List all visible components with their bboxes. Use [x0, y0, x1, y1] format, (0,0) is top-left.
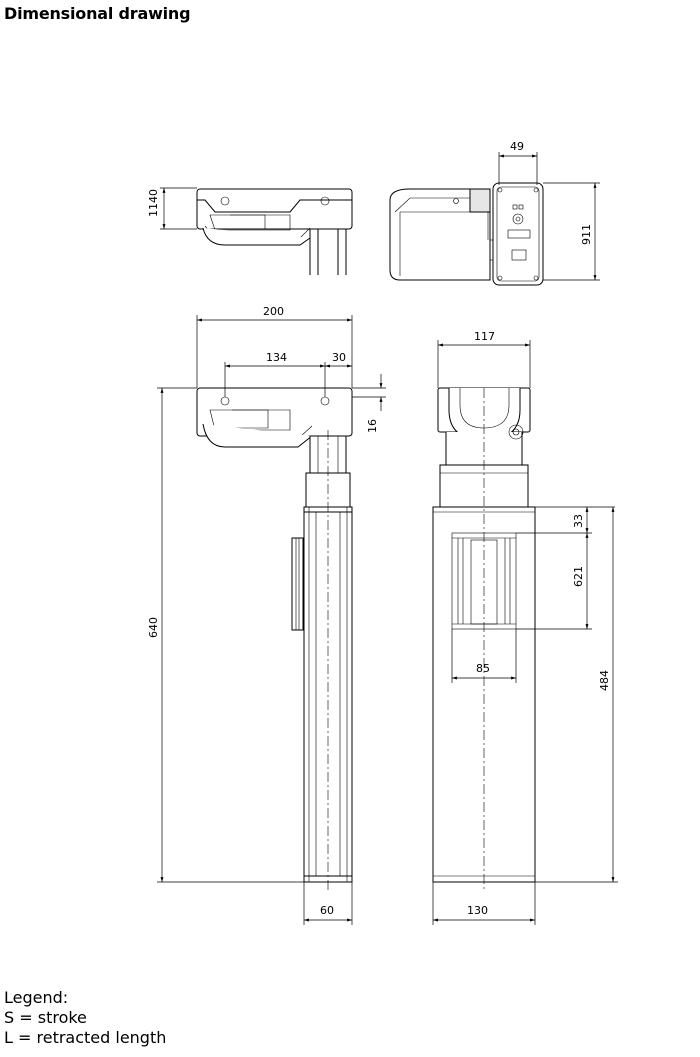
dim-front-column-width: 130	[467, 904, 488, 917]
dim-top-right-height: 911	[580, 224, 593, 245]
dim-side-column-width: 60	[320, 904, 334, 917]
top-right-view: 49 911	[389, 140, 600, 286]
dim-front-window-width: 85	[476, 662, 490, 675]
dim-top-left-height: 1140	[147, 189, 160, 217]
dim-front-window-top: 33	[572, 514, 585, 528]
dim-top-right-width: 49	[510, 140, 524, 153]
legend-item-retracted-length: L = retracted length	[4, 1028, 167, 1047]
dim-front-lower-height: 484	[598, 670, 611, 691]
front-view: 117 33 621 85 484 130	[432, 330, 618, 925]
top-left-view: 1140	[147, 187, 353, 275]
side-view: 200 134 30 16 640 60	[147, 305, 386, 925]
legend-heading: Legend:	[4, 988, 69, 1007]
dim-side-hole-depth: 16	[366, 419, 379, 433]
dim-side-hole-spacing: 134	[266, 351, 287, 364]
legend-item-stroke: S = stroke	[4, 1008, 87, 1027]
dim-front-head-width: 117	[474, 330, 495, 343]
page-title: Dimensional drawing	[4, 4, 191, 23]
legend: Legend: S = stroke L = retracted length	[4, 988, 166, 1048]
dim-side-total-height: 640	[147, 617, 160, 638]
dim-side-hole-offset: 30	[332, 351, 346, 364]
dim-front-window-height: 621	[572, 566, 585, 587]
dim-side-total-width: 200	[263, 305, 284, 318]
